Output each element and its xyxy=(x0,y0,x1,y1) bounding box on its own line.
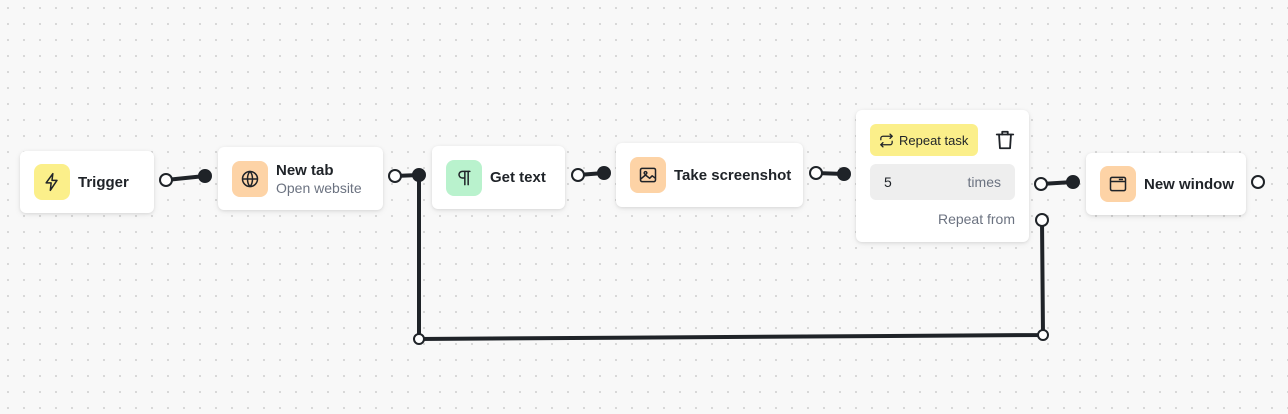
repeat-count-unit: times xyxy=(967,174,1001,190)
image-icon xyxy=(630,157,666,193)
node-title: Take screenshot xyxy=(674,166,792,184)
repeat-task-output-handle[interactable] xyxy=(1034,177,1048,191)
repeat-from-label: Repeat from xyxy=(937,211,1015,227)
new-window-output-handle[interactable] xyxy=(1251,175,1265,189)
edge-repeat-loop[interactable] xyxy=(417,173,1046,342)
new-window-node[interactable]: New window xyxy=(1086,153,1246,215)
get-text-node[interactable]: Get text xyxy=(432,146,565,209)
take-screenshot-node[interactable]: Take screenshot xyxy=(616,143,803,207)
trash-icon[interactable] xyxy=(994,129,1016,151)
new-window-input-handle[interactable] xyxy=(1066,175,1080,189)
get-text-input-handle[interactable] xyxy=(412,168,426,182)
node-title: New tab xyxy=(276,161,334,179)
repeat-task-badge: Repeat task xyxy=(870,124,978,156)
get-text-output-handle[interactable] xyxy=(571,168,585,182)
take-screenshot-input-handle[interactable] xyxy=(597,166,611,180)
repeat-from-handle[interactable] xyxy=(1035,213,1049,227)
repeat-task-node[interactable]: Repeat task times Repeat from xyxy=(856,110,1029,242)
globe-icon xyxy=(232,160,268,197)
node-subtitle: Open website xyxy=(276,179,362,196)
trigger-node[interactable]: Trigger xyxy=(20,151,154,213)
repeat-task-input-handle[interactable] xyxy=(837,167,851,181)
new-tab-input-handle[interactable] xyxy=(198,169,212,183)
node-title: Trigger xyxy=(78,173,129,191)
new-tab-output-handle[interactable] xyxy=(388,169,402,183)
lightning-icon xyxy=(34,164,70,200)
repeat-task-label: Repeat task xyxy=(899,132,969,148)
node-title: Get text xyxy=(490,169,546,186)
repeat-icon xyxy=(880,132,893,148)
repeat-count-input[interactable] xyxy=(884,174,944,190)
window-icon xyxy=(1100,166,1136,202)
trigger-output-handle[interactable] xyxy=(159,173,173,187)
paragraph-icon xyxy=(446,159,482,196)
take-screenshot-output-handle[interactable] xyxy=(809,166,823,180)
node-title: New window xyxy=(1144,175,1234,193)
repeat-count-field[interactable]: times xyxy=(870,164,1015,200)
new-tab-node[interactable]: New tab Open website xyxy=(218,147,383,210)
